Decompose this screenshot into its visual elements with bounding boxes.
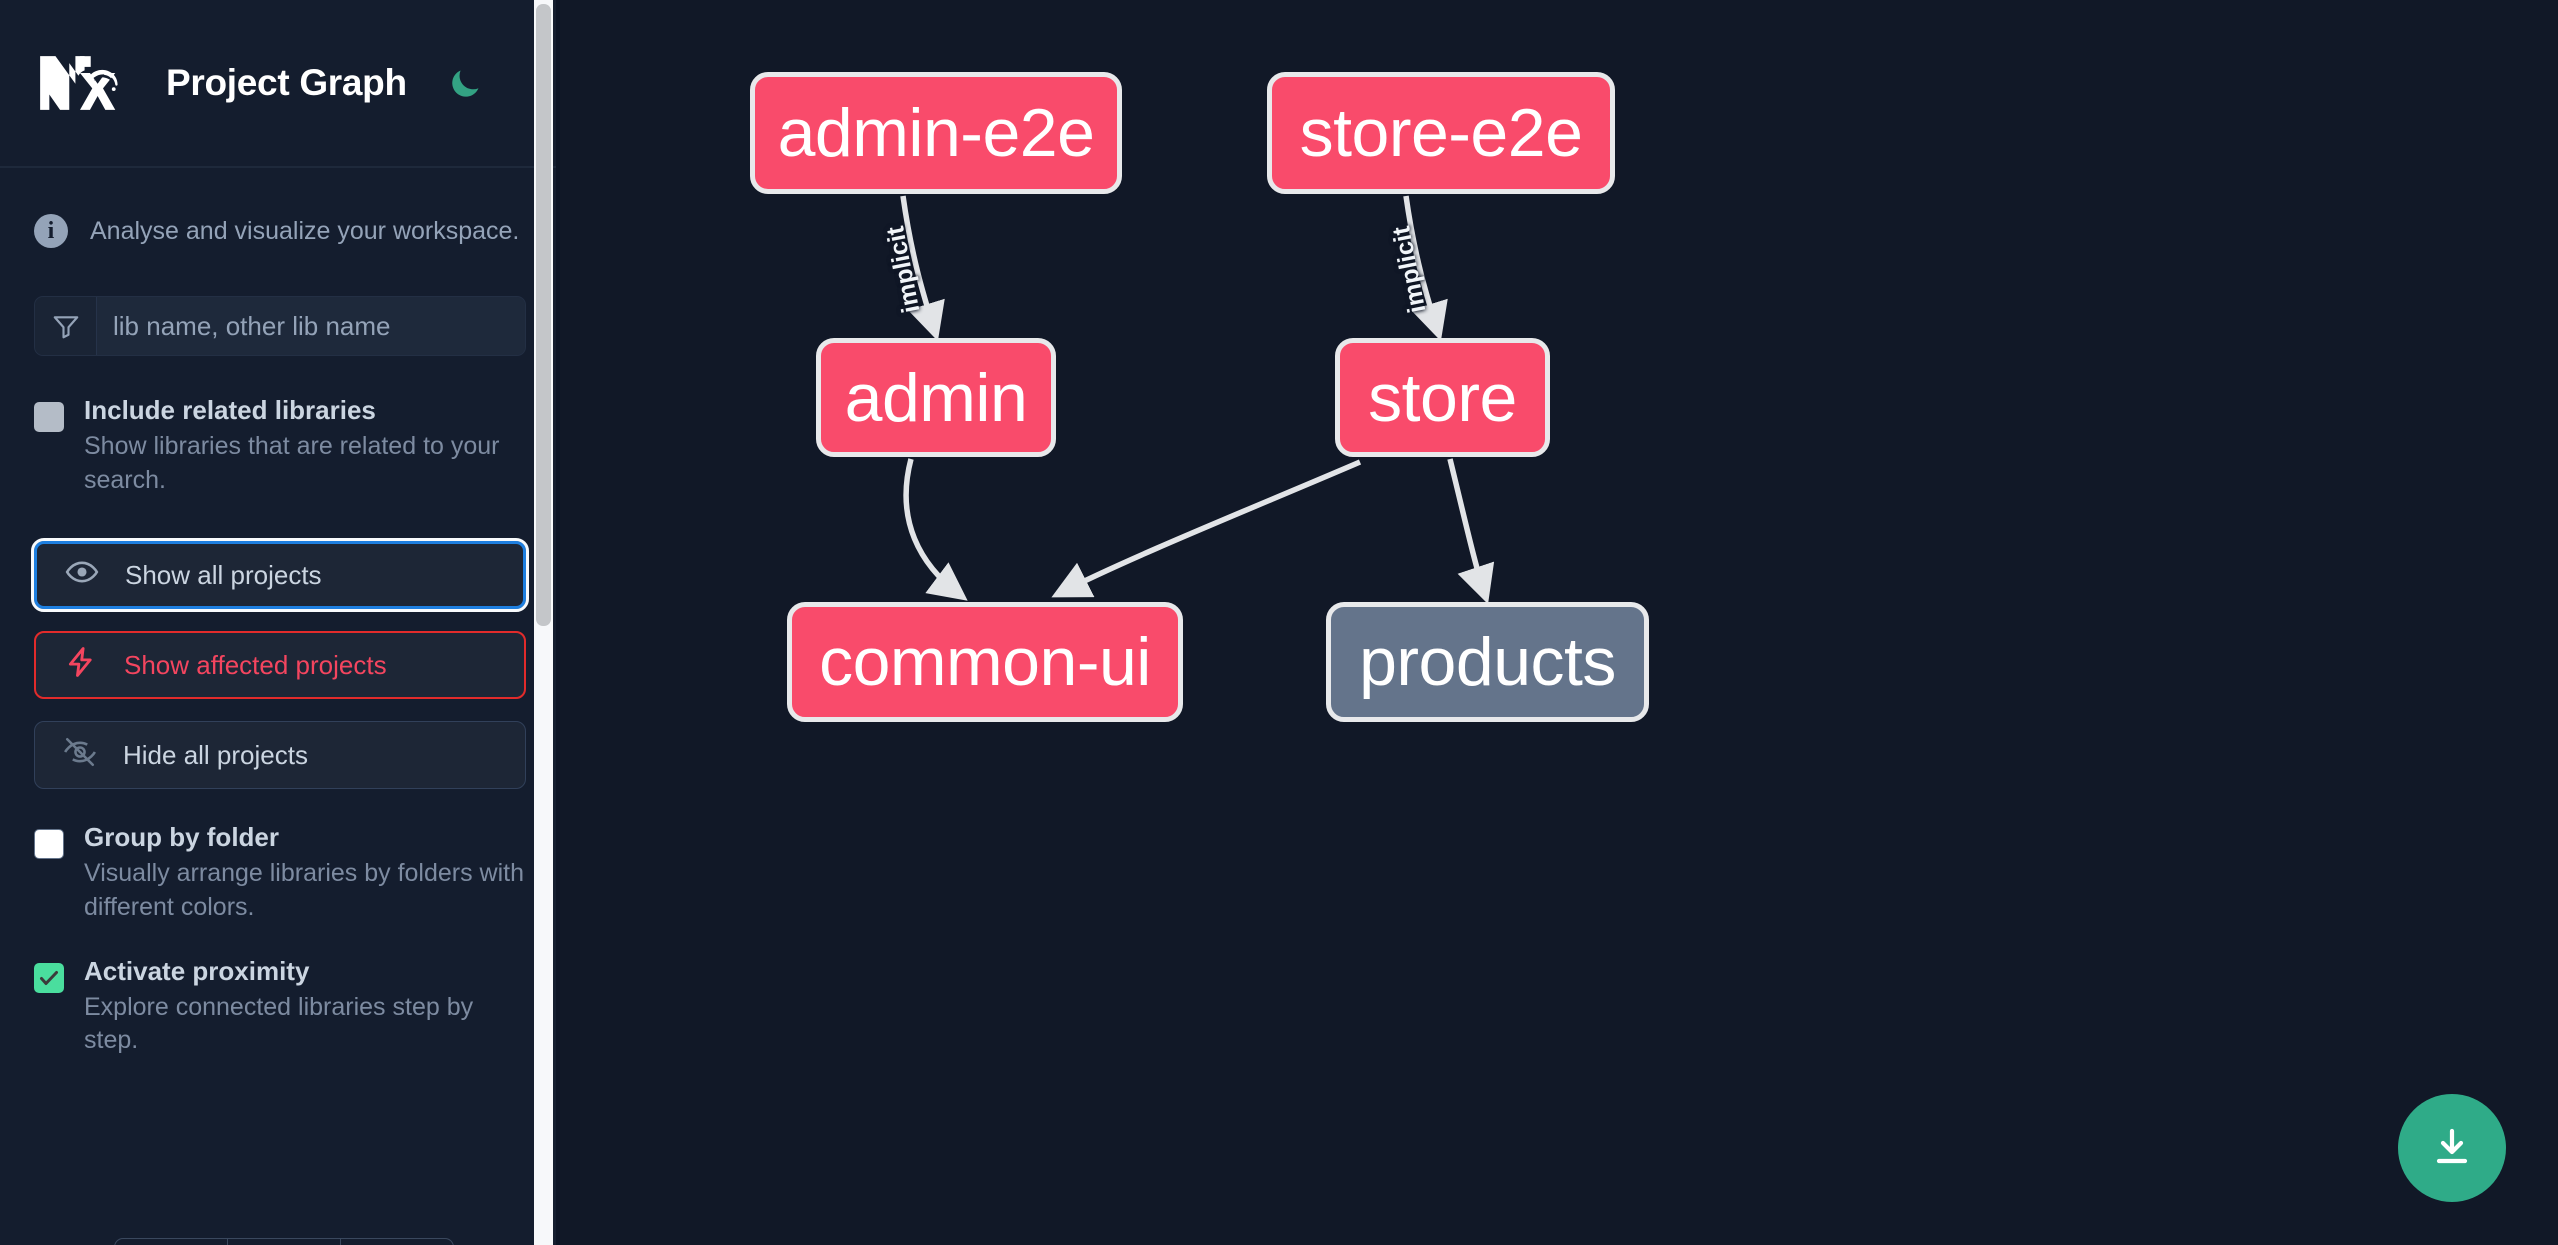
- button-label: Show all projects: [125, 559, 322, 590]
- moon-icon[interactable]: [441, 59, 489, 107]
- action-buttons: Show all projects Show affected projects: [31, 538, 529, 790]
- node-label: store-e2e: [1299, 95, 1583, 171]
- option-activate-proximity[interactable]: Activate proximity Explore connected lib…: [34, 955, 526, 1058]
- nx-logo: [34, 50, 126, 116]
- option-description: Explore connected libraries step by step…: [84, 992, 474, 1055]
- search-input[interactable]: [97, 297, 525, 355]
- graph-node-products[interactable]: products: [1326, 602, 1649, 722]
- segment-2[interactable]: [228, 1239, 341, 1245]
- graph-node-admin[interactable]: admin: [816, 338, 1056, 457]
- node-label: products: [1359, 624, 1616, 700]
- sidebar-scrollbar-thumb[interactable]: [536, 4, 551, 626]
- analyse-text: Analyse and visualize your workspace.: [90, 216, 520, 245]
- edge-store-e2e-store: [1403, 195, 1448, 342]
- option-title: Group by folder: [84, 822, 279, 853]
- lightning-icon: [64, 645, 98, 686]
- show-affected-projects-button[interactable]: Show affected projects: [34, 631, 526, 700]
- edge-admin-e2e-admin: [900, 195, 945, 342]
- edge-store-products: [1447, 458, 1495, 605]
- graph-node-store[interactable]: store: [1335, 338, 1550, 457]
- option-title: Include related libraries: [84, 395, 376, 425]
- checkbox-activate-proximity[interactable]: [34, 962, 64, 993]
- option-description: Visually arrange libraries by folders wi…: [84, 859, 525, 922]
- option-include-related-libraries[interactable]: Include related libraries Show libraries…: [34, 395, 526, 497]
- edge-store-common-ui: [1051, 459, 1362, 598]
- segment-1[interactable]: [115, 1239, 228, 1245]
- info-icon: i: [34, 214, 68, 248]
- graph-node-store-e2e[interactable]: store-e2e: [1267, 72, 1615, 194]
- search-field[interactable]: [34, 296, 526, 356]
- edge-admin-common-ui: [903, 458, 968, 601]
- sidebar-header: Project Graph: [0, 0, 560, 168]
- show-all-projects-button[interactable]: Show all projects: [31, 538, 529, 613]
- eye-off-icon: [63, 735, 97, 776]
- node-label: admin-e2e: [777, 95, 1095, 171]
- hide-all-projects-button[interactable]: Hide all projects: [34, 721, 526, 790]
- option-title: Activate proximity: [84, 955, 310, 986]
- graph-edges: [900, 195, 1495, 605]
- node-label: admin: [844, 359, 1028, 436]
- sidebar-body: i Analyse and visualize your workspace. …: [0, 168, 560, 1058]
- graph-node-common-ui[interactable]: common-ui: [787, 602, 1183, 722]
- analyse-row: i Analyse and visualize your workspace.: [34, 168, 526, 248]
- checkbox-include-related-libraries[interactable]: [34, 402, 64, 432]
- filter-icon: [35, 297, 97, 355]
- download-button[interactable]: [2398, 1094, 2506, 1202]
- node-label: common-ui: [819, 624, 1151, 700]
- eye-icon: [65, 555, 99, 596]
- node-label: store: [1368, 359, 1517, 436]
- button-label: Show affected projects: [124, 649, 387, 680]
- checkbox-group-by-folder[interactable]: [34, 829, 64, 860]
- option-description: Show libraries that are related to your …: [84, 431, 500, 494]
- page-title: Project Graph: [166, 62, 407, 103]
- download-icon: [2436, 1128, 2468, 1164]
- sidebar-divider: [556, 0, 560, 1245]
- button-label: Hide all projects: [123, 739, 308, 770]
- segment-3[interactable]: [341, 1239, 453, 1245]
- graph-node-admin-e2e[interactable]: admin-e2e: [750, 72, 1122, 194]
- option-group-by-folder[interactable]: Group by folder Visually arrange librari…: [34, 822, 526, 924]
- graph-canvas[interactable]: admin-e2e store-e2e admin store common-u…: [560, 0, 2558, 1245]
- segmented-control[interactable]: [114, 1238, 454, 1245]
- sidebar: Project Graph i Analyse and visualize yo…: [0, 0, 560, 1245]
